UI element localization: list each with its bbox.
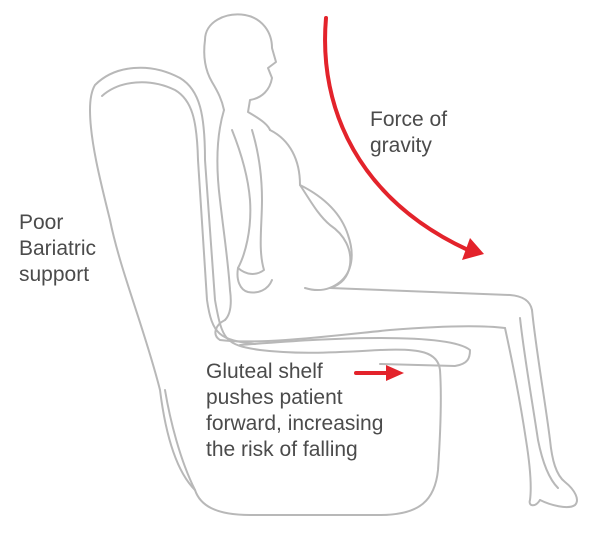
gluteal-label-line: pushes patient (206, 385, 383, 411)
person-front (270, 130, 350, 288)
person-shin-front (532, 310, 577, 507)
person-back (217, 110, 230, 320)
bariatric-label-line: Poor (19, 210, 96, 236)
person-neck-back (204, 40, 224, 110)
bariatric-label-line: Bariatric (19, 236, 96, 262)
gluteal-label-line: the risk of falling (206, 437, 383, 463)
person-head (205, 14, 276, 130)
bariatric-support-label: Poor Bariatric support (19, 210, 96, 288)
gravity-label-line: gravity (370, 133, 447, 159)
gravity-label: Force of gravity (370, 107, 447, 159)
person-other-leg (520, 318, 558, 488)
gluteal-label-line: forward, increasing (206, 411, 383, 437)
gluteal-shelf-label: Gluteal shelf pushes patient forward, in… (206, 359, 383, 463)
person-thigh-top (330, 288, 532, 310)
gluteal-label-line: Gluteal shelf (206, 359, 383, 385)
gravity-label-line: Force of (370, 107, 447, 133)
chair-backrest-inner (102, 82, 255, 344)
bariatric-label-line: support (19, 262, 96, 288)
person-arm (232, 130, 264, 274)
